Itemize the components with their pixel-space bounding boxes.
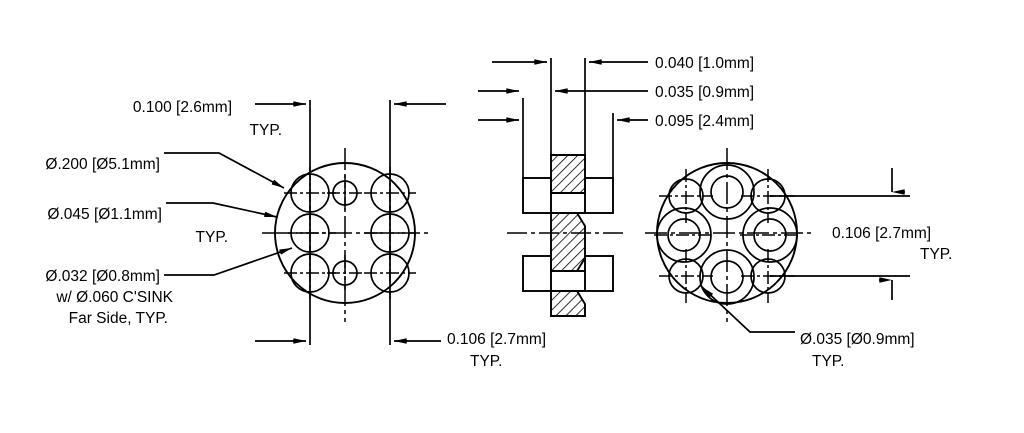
rear-view-group — [645, 148, 910, 322]
leader-hole-032 — [164, 247, 293, 276]
dim-label-hole-045-typ: TYP. — [195, 229, 228, 246]
dim-label-vertical-pitch-106-typ: TYP. — [920, 246, 953, 263]
dim-label-rear-hole-035: Ø.035 [Ø0.9mm] — [800, 331, 915, 348]
front-view-leader-lines — [164, 152, 293, 276]
dim-label-horizontal-pitch-106-typ: TYP. — [470, 353, 503, 370]
dim-label-rear-hole-035-typ: TYP. — [812, 353, 845, 370]
dim-label-horizontal-pitch-106: 0.106 [2.7mm] — [447, 331, 547, 348]
dim-label-hole-045: Ø.045 [Ø1.1mm] — [47, 206, 162, 223]
dim-label-body-diameter: Ø.200 [Ø5.1mm] — [45, 156, 160, 173]
leader-hole-045 — [166, 202, 278, 218]
dim-label-hole-032-farside: Far Side, TYP. — [68, 310, 168, 327]
side-section-view-group — [507, 58, 624, 317]
section-hatched-body — [550, 154, 586, 317]
dim-label-pitch-horizontal-typ: TYP. — [249, 122, 282, 139]
dim-label-hole-032-csink: w/ Ø.060 C'SINK — [56, 289, 173, 306]
front-view-axes — [262, 148, 430, 322]
leader-diameter-200 — [164, 152, 285, 189]
dim-thickness-arrows — [478, 59, 648, 123]
front-view-extension-lines — [309, 100, 391, 345]
front-view-group — [262, 100, 430, 345]
dim-label-thickness-035: 0.035 [0.9mm] — [655, 84, 755, 101]
section-contact-pins — [522, 177, 614, 292]
leader-rear-hole-035 — [701, 286, 795, 333]
rear-view-extension-lines — [770, 195, 910, 277]
dim-label-thickness-040: 0.040 [1.0mm] — [655, 55, 755, 72]
section-extension-lines — [522, 58, 614, 178]
dim-label-pitch-horizontal-value: 0.100 [2.6mm] — [132, 99, 232, 116]
rear-view-axes — [645, 148, 812, 322]
dim-label-hole-032: Ø.032 [Ø0.8mm] — [45, 268, 160, 285]
dim-label-vertical-pitch-106: 0.106 [2.7mm] — [832, 225, 932, 242]
dim-label-thickness-095: 0.095 [2.4mm] — [655, 113, 755, 130]
